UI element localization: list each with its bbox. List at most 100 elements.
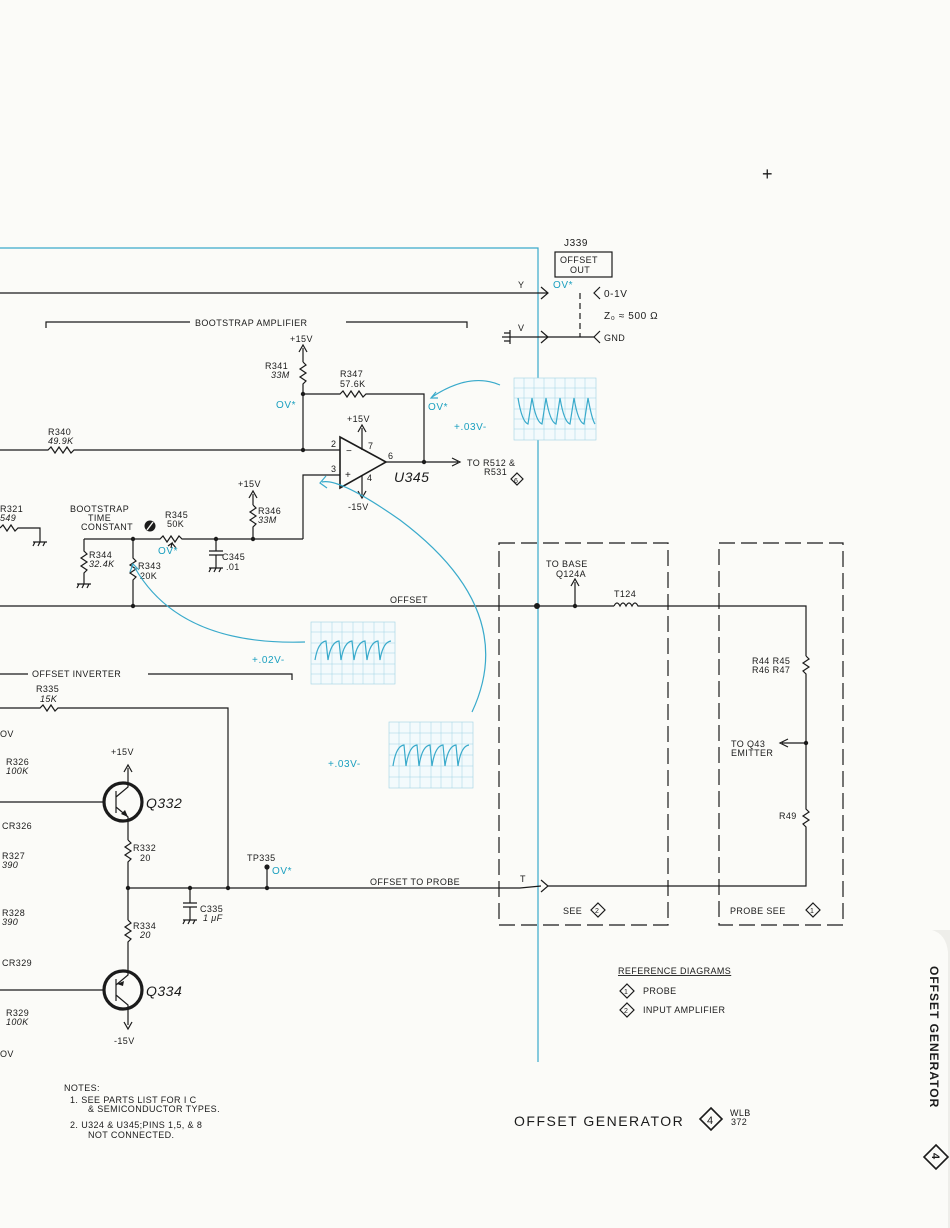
probe-see-1-label: PROBE SEE	[730, 906, 786, 916]
q334-supply: -15V	[114, 1036, 135, 1046]
u345-plus: +	[345, 470, 351, 481]
junction-r341	[300, 391, 306, 397]
c345-value: .01	[226, 562, 240, 572]
u345-vminus-arrow	[357, 475, 367, 500]
waveform-3-level: +.03V-	[328, 759, 361, 770]
u345-pin4: 4	[367, 473, 372, 483]
c335-ground-icon	[182, 919, 197, 925]
u345-pin2: 2	[331, 439, 336, 449]
r334-resistor	[123, 919, 133, 970]
reference-heading: REFERENCE DIAGRAMS	[618, 966, 731, 976]
cr329-label: CR329	[2, 958, 32, 968]
ref-diamond-6	[510, 472, 524, 486]
side-tab-title: OFFSET GENERATOR	[927, 966, 941, 1108]
u345-label: U345	[394, 469, 429, 485]
u345-vplus: +15V	[347, 414, 370, 424]
probe-resistor-string	[548, 655, 811, 887]
r344-ground-icon	[76, 583, 91, 589]
waveform-2-level: +.02V-	[252, 655, 285, 666]
title-initials: WLB	[730, 1108, 751, 1118]
r44-group-line1: R44 R45	[752, 656, 790, 666]
connector-y-arrow	[540, 286, 549, 300]
r327-label: R327	[2, 851, 25, 861]
q332-transistor	[102, 781, 144, 823]
u345-vplus-arrow	[357, 423, 367, 450]
q332-supply-arrow	[123, 763, 133, 782]
waveform-2-arrowhead	[129, 562, 140, 573]
probe-box	[718, 542, 844, 926]
bootstrap-bracket	[45, 321, 468, 328]
r341-resistor	[298, 361, 308, 394]
r321-value: 549	[0, 513, 16, 523]
to-base-line1: TO BASE	[546, 559, 588, 569]
registration-mark: +	[762, 164, 773, 184]
u345-pin7: 7	[368, 441, 373, 451]
junction-offset-board	[534, 603, 540, 609]
t124-label: T124	[614, 589, 636, 599]
u345-vminus: -15V	[348, 502, 369, 512]
ov-star-r341: OV*	[276, 400, 296, 411]
r328-label: R328	[2, 908, 25, 918]
note-line-2: & SEMICONDUCTOR TYPES.	[88, 1104, 220, 1114]
waveform-2-pointer	[134, 567, 306, 643]
c335-capacitor	[183, 888, 197, 920]
offset-out-line1: OFFSET	[560, 255, 598, 265]
r44-group-line2: R46 R47	[752, 665, 790, 675]
r335-label: R335	[36, 684, 59, 694]
reference-item-1-num: 1	[624, 989, 628, 996]
r340-value: 49.9K	[48, 436, 74, 446]
pin-y-label: Y	[518, 280, 524, 290]
r332-value: 20	[140, 853, 151, 863]
ov-left-bottom: OV	[0, 1049, 14, 1059]
j339-label: J339	[564, 238, 588, 249]
adjustment-slot	[146, 521, 154, 531]
note-line-1: 1. SEE PARTS LIST FOR I C	[70, 1095, 197, 1105]
to-r512-line2: R531	[484, 467, 507, 477]
waveform-1-pointer	[431, 379, 501, 398]
note-line-4: NOT CONNECTED.	[88, 1130, 174, 1140]
r347-value: 57.6K	[340, 379, 366, 389]
r334-label: R334	[133, 921, 156, 931]
r346-supply: +15V	[238, 479, 261, 489]
q332-emitter-arrow	[121, 810, 128, 817]
note-line-3: 2. U324 & U345;PINS 1,5, & 8	[70, 1120, 202, 1130]
waveform-3-pointer	[321, 481, 487, 713]
btc-line3: CONSTANT	[81, 522, 133, 532]
ref-diamond-1	[805, 902, 821, 918]
offset-out-box	[554, 251, 613, 278]
r345-label: R345	[165, 510, 188, 520]
to-r512-line1: TO R512 &	[467, 458, 515, 468]
ov-left-top: OV	[0, 729, 14, 739]
waveform-2	[310, 621, 396, 685]
r334-value: 20	[139, 930, 151, 940]
q334-label: Q334	[146, 983, 182, 999]
offset-net-label: OFFSET	[390, 595, 428, 605]
page-title: OFFSET GENERATOR	[514, 1113, 684, 1129]
r340-resistor	[0, 445, 303, 455]
r343-label: R343	[138, 561, 161, 571]
r341-supply: +15V	[290, 334, 313, 344]
u345-pin3: 3	[331, 464, 336, 474]
r321-ground-icon	[32, 541, 47, 547]
board-outline	[0, 247, 539, 1062]
r344-value: 32.4K	[89, 559, 115, 569]
waveform-1-arrowhead	[429, 391, 438, 399]
btc-line1: BOOTSTRAP	[70, 504, 129, 514]
side-tab-edge	[932, 930, 950, 1228]
r341-supply-arrow	[298, 343, 308, 362]
reference-item-2-label: INPUT AMPLIFIER	[643, 1005, 725, 1015]
to-q43-arrow	[778, 738, 806, 748]
offset-out-line2: OUT	[570, 265, 590, 275]
r345-pot	[133, 534, 303, 544]
r346-label: R346	[258, 506, 281, 516]
r347-label: R347	[340, 369, 363, 379]
connector-t-arrow	[519, 879, 549, 893]
connector-gnd-arrow	[593, 330, 601, 344]
r327-value: 390	[2, 860, 18, 870]
waveform-3-arrowhead	[319, 475, 328, 489]
c335-value: 1 μF	[203, 913, 223, 923]
r344-resistor	[79, 539, 89, 584]
title-diamond	[698, 1106, 724, 1132]
